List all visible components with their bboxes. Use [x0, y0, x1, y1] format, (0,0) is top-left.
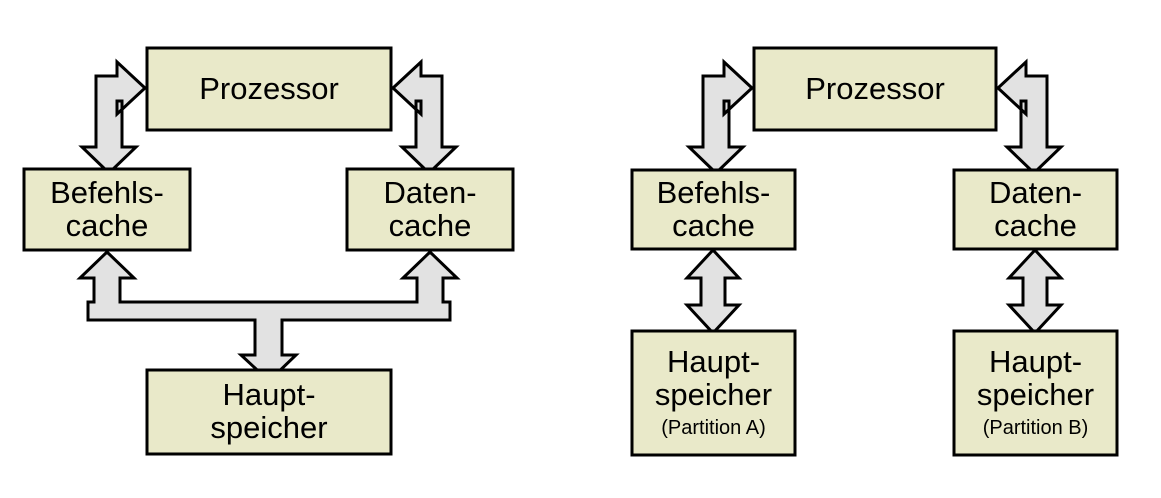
arrow-instruction-cache-memory-a — [683, 247, 743, 336]
arrow-processor-instruction-cache-right — [685, 58, 755, 176]
arrow-processor-data-cache-left — [390, 58, 460, 176]
box-data-cache-left — [345, 167, 515, 252]
box-processor-left — [145, 46, 393, 132]
right-diagram-group — [630, 46, 1119, 457]
box-instruction-cache-left — [22, 167, 192, 252]
box-main-memory-partition-b — [952, 329, 1119, 457]
box-data-cache-right — [952, 168, 1119, 251]
box-processor-right — [752, 46, 998, 132]
arrow-data-cache-memory-b — [1005, 247, 1065, 336]
arrow-processor-data-cache-right — [995, 58, 1065, 176]
box-instruction-cache-right — [630, 168, 797, 251]
box-main-memory-left — [145, 368, 393, 456]
left-diagram-group — [22, 46, 515, 456]
arrow-processor-instruction-cache-left — [78, 58, 148, 176]
arrow-caches-main-memory-bus — [76, 249, 461, 384]
box-main-memory-partition-a — [630, 329, 797, 457]
